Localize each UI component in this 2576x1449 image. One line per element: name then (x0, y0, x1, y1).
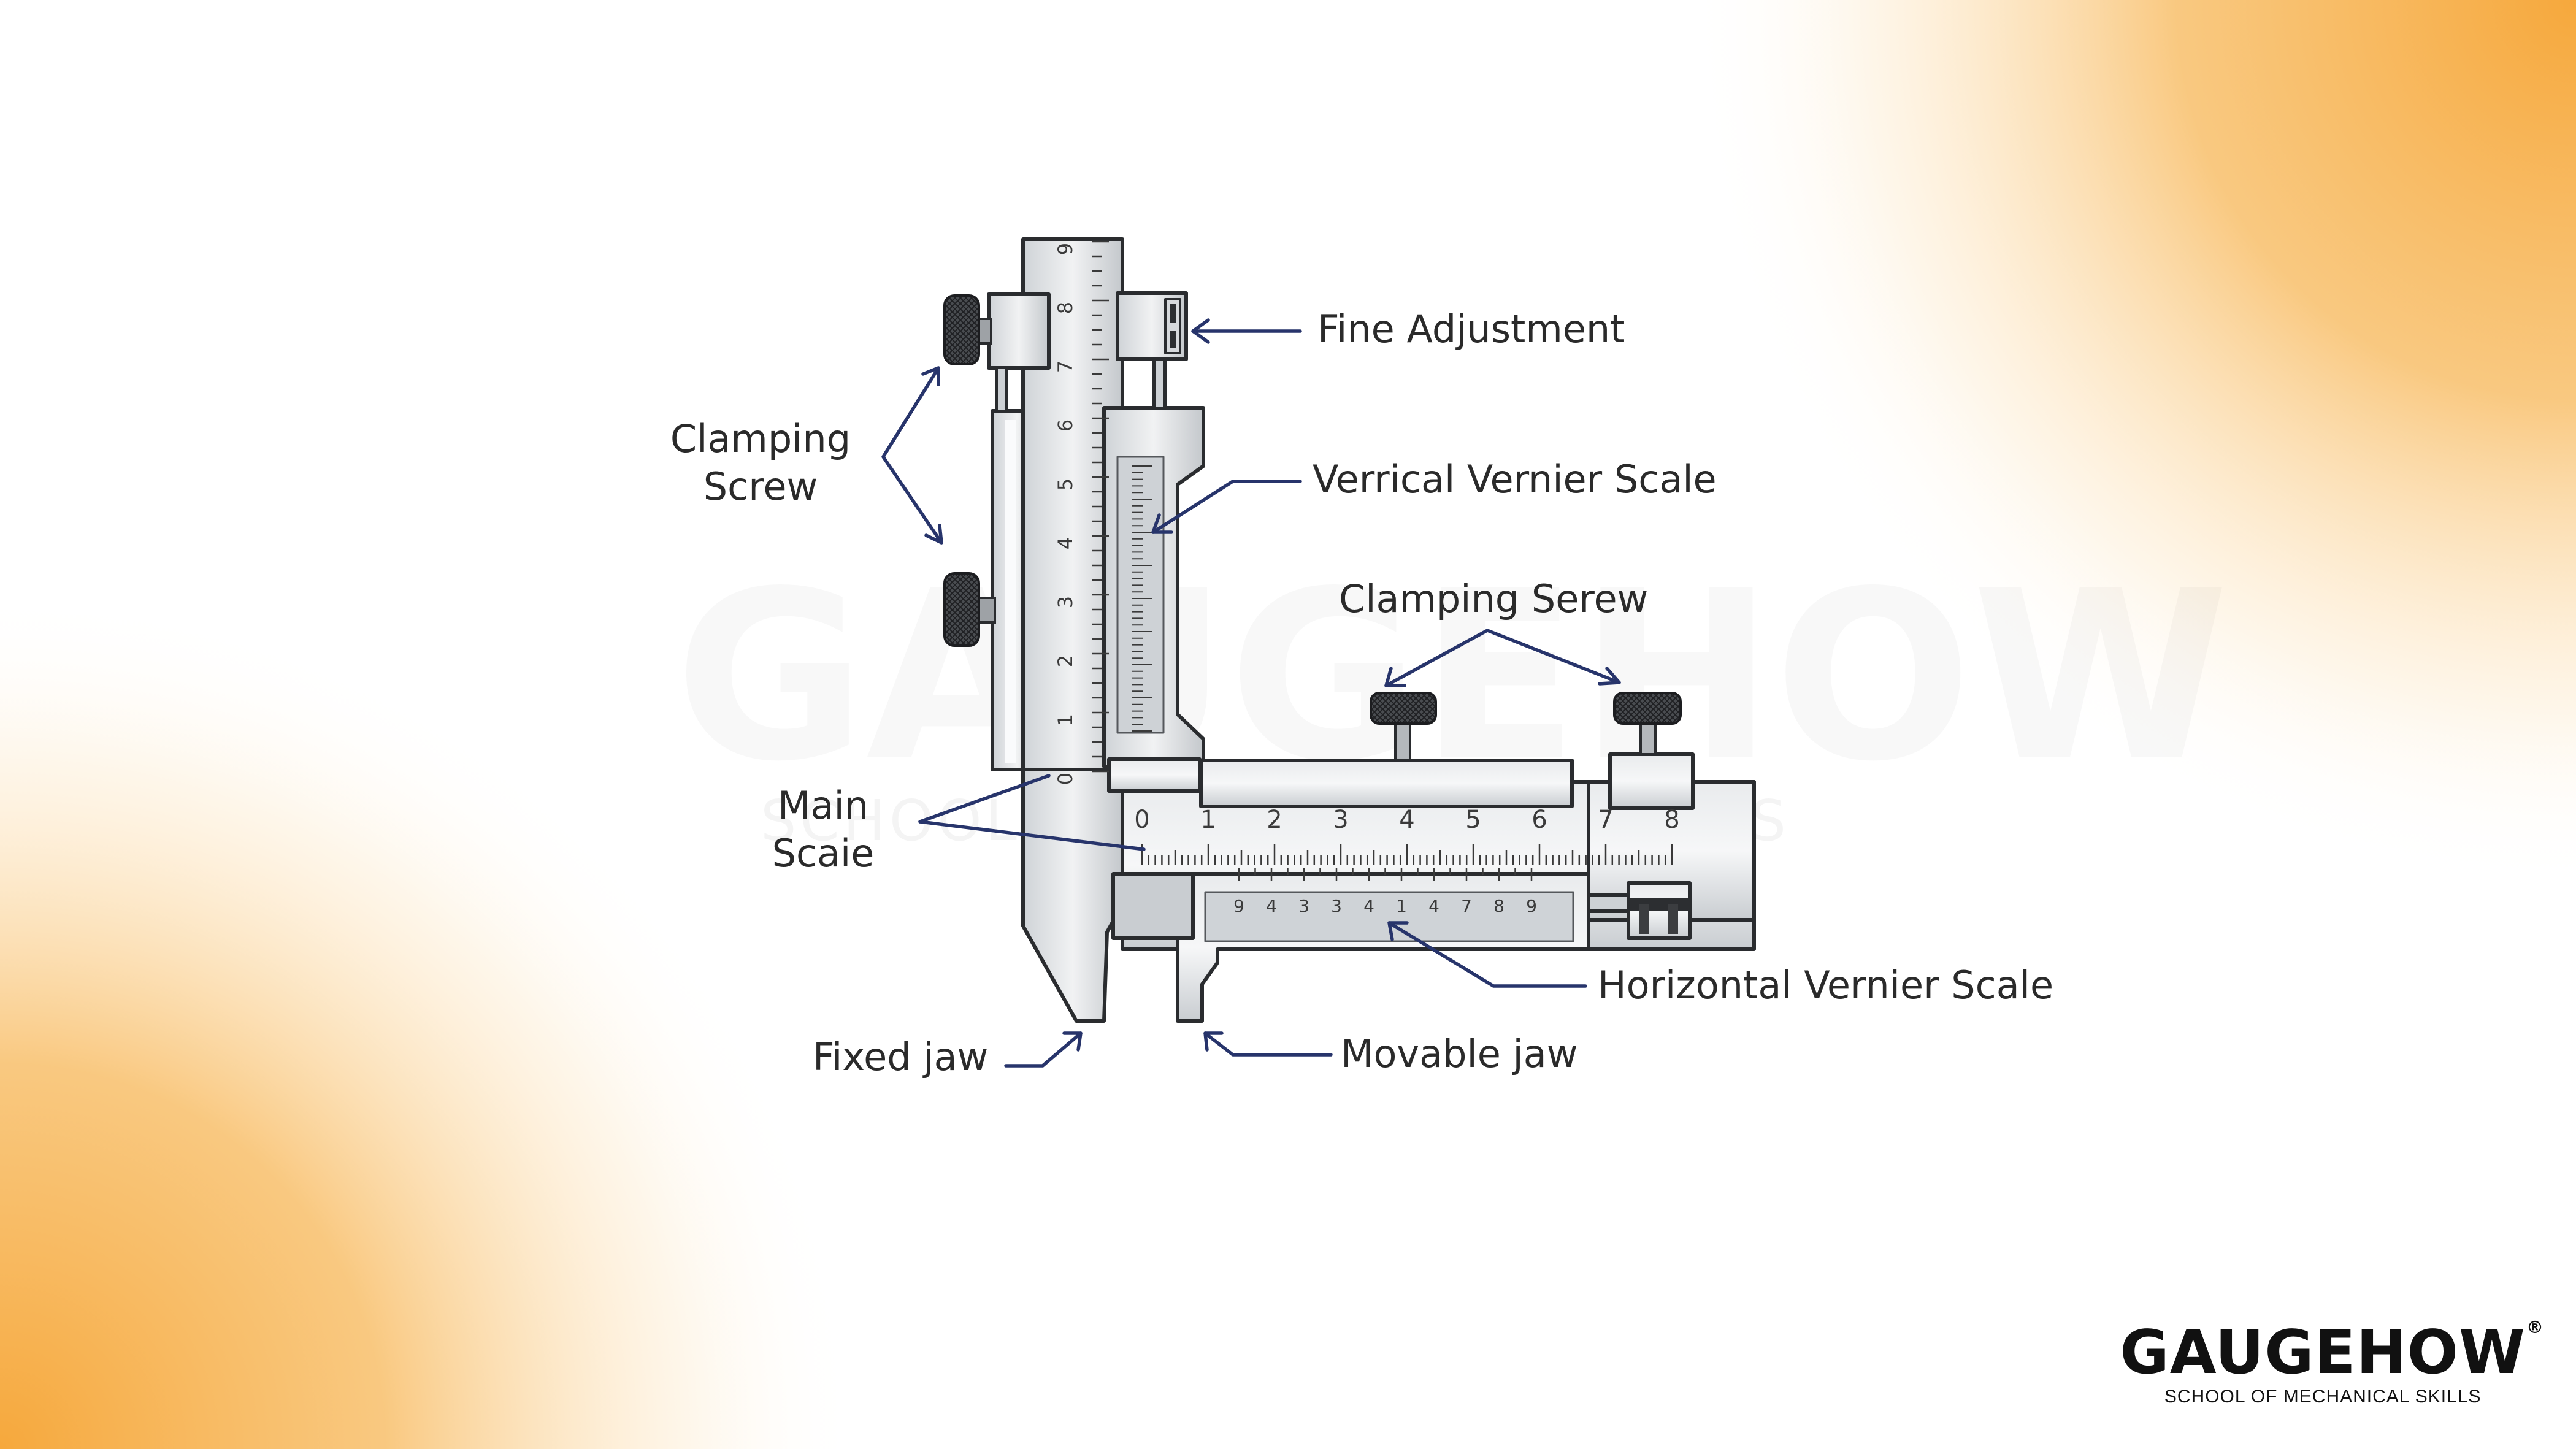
vertical-main-scale-number: 4 (1054, 537, 1077, 549)
right-clamp-block (1608, 752, 1695, 810)
horizontal-vernier-number: 9 (1526, 896, 1537, 916)
arrow-movable-jaw (1203, 1031, 1333, 1057)
horizontal-vernier-number: 3 (1298, 896, 1309, 916)
label-vertical-vernier-scale: Verrical Vernier Scale (1313, 457, 1717, 502)
label-clamping-screw-right: Clamping Serew (1339, 576, 1648, 621)
clamp-knob-icon-lower-left (943, 572, 996, 647)
horizontal-main-scale-number: 7 (1598, 806, 1613, 834)
vertical-main-scale-number: 2 (1054, 655, 1077, 667)
vertical-main-scale-number: 0 (1054, 773, 1077, 785)
vertical-main-scale-number: 3 (1054, 596, 1077, 608)
horizontal-vernier-number: 4 (1363, 896, 1374, 916)
horizontal-vernier-number: 1 (1396, 896, 1407, 916)
horizontal-vernier-number: 9 (1233, 896, 1244, 916)
horizontal-slider-top (1199, 759, 1574, 808)
horizontal-vernier-number: 8 (1493, 896, 1505, 916)
fixed-jaw (1021, 768, 1124, 1023)
vertical-main-scale-number: 9 (1054, 243, 1077, 255)
horizontal-vernier-number: 3 (1331, 896, 1342, 916)
vertical-main-scale-number: 5 (1054, 478, 1077, 491)
vertical-main-scale-number: 1 (1054, 714, 1077, 726)
horizontal-vernier-number: 4 (1428, 896, 1439, 916)
arrow-fine-adjustment (1191, 318, 1302, 344)
horizontal-vernier-number: 4 (1266, 896, 1277, 916)
horizontal-main-scale-number: 2 (1267, 806, 1282, 834)
horizontal-main-scale-number: 0 (1134, 806, 1149, 834)
horizontal-main-scale-number: 1 (1200, 806, 1216, 834)
label-fixed-jaw: Fixed jaw (813, 1034, 988, 1079)
vertical-main-scale-number: 6 (1054, 419, 1077, 432)
scale-graduations: 0 1 2 3 4 5 6 7 8 9 4 3 3 4 1 4 7 8 9 0 1 2 3 4 5 6 7 8 9 (1054, 240, 1680, 916)
horizontal-main-scale-number: 3 (1333, 806, 1348, 834)
arrow-clamping-screw-right (1384, 629, 1621, 687)
horizontal-main-scale-number: 5 (1465, 806, 1481, 834)
label-clamping-screw-left-2: Screw (703, 464, 818, 509)
label-fine-adjustment: Fine Adjustment (1317, 307, 1625, 351)
arrow-clamping-screw-left (881, 366, 943, 545)
logo-registered-mark: ® (2526, 1317, 2544, 1337)
label-main-scale-1: Main (778, 783, 868, 828)
gaugehow-logo: GAUGEHOW® SCHOOL OF MECHANICAL SKILLS (2120, 1319, 2543, 1407)
arrow-vertical-vernier (1151, 480, 1302, 534)
label-movable-jaw: Movable jaw (1341, 1031, 1577, 1076)
label-main-scale-2: Scaie (772, 831, 875, 876)
arrow-horizontal-vernier (1387, 921, 1587, 988)
inner-corner-block (1107, 757, 1202, 793)
horizontal-main-scale-number: 4 (1399, 806, 1414, 834)
vertical-main-scale-number: 7 (1054, 361, 1077, 373)
clamp-knob-icon-right (1613, 692, 1682, 755)
arrow-main-scale (918, 774, 1146, 851)
horizontal-main-scale-number: 8 (1664, 806, 1679, 834)
logo-tagline: SCHOOL OF MECHANICAL SKILLS (2164, 1386, 2482, 1407)
logo-brand: GAUGEHOW (2120, 1318, 2526, 1388)
clamp-knob-icon-upper-left (943, 294, 992, 365)
arrow-fixed-jaw (1004, 1031, 1083, 1068)
callout-arrows (881, 318, 1621, 1068)
horizontal-vernier-number: 7 (1461, 896, 1472, 916)
vertical-main-scale-number: 8 (1054, 302, 1077, 314)
label-horizontal-vernier-scale: Horizontal Vernier Scale (1598, 963, 2053, 1007)
instrument (987, 237, 1756, 1023)
upper-left-clamp-block (987, 292, 1051, 370)
movable-jaw-block (1111, 872, 1195, 940)
horizontal-main-scale-number: 6 (1531, 806, 1547, 834)
clamp-knob-icon-middle (1370, 692, 1437, 762)
label-clamping-screw-left-1: Clamping (670, 416, 851, 461)
